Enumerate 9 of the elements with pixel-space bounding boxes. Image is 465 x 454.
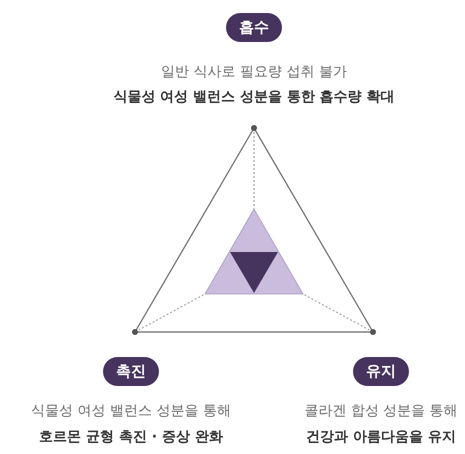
category-label: 촉진: [103, 357, 159, 386]
description-text: 일반 식사로 필요량 섭취 불가: [161, 63, 347, 81]
description-text: 식물성 여성 밸런스 성분을 통해: [31, 402, 231, 420]
category-label: 흡수: [226, 13, 282, 42]
highlight-text: 건강과 아름다움을 유지: [306, 428, 456, 446]
highlight-text: 식물성 여성 밸런스 성분을 통한 흡수량 확대: [113, 88, 395, 106]
description-text: 콜라겐 합성 성분을 통해: [304, 402, 458, 420]
category-label: 유지: [353, 357, 409, 386]
highlight-text: 호르몬 균형 촉진 · 증상 완화: [39, 428, 223, 446]
